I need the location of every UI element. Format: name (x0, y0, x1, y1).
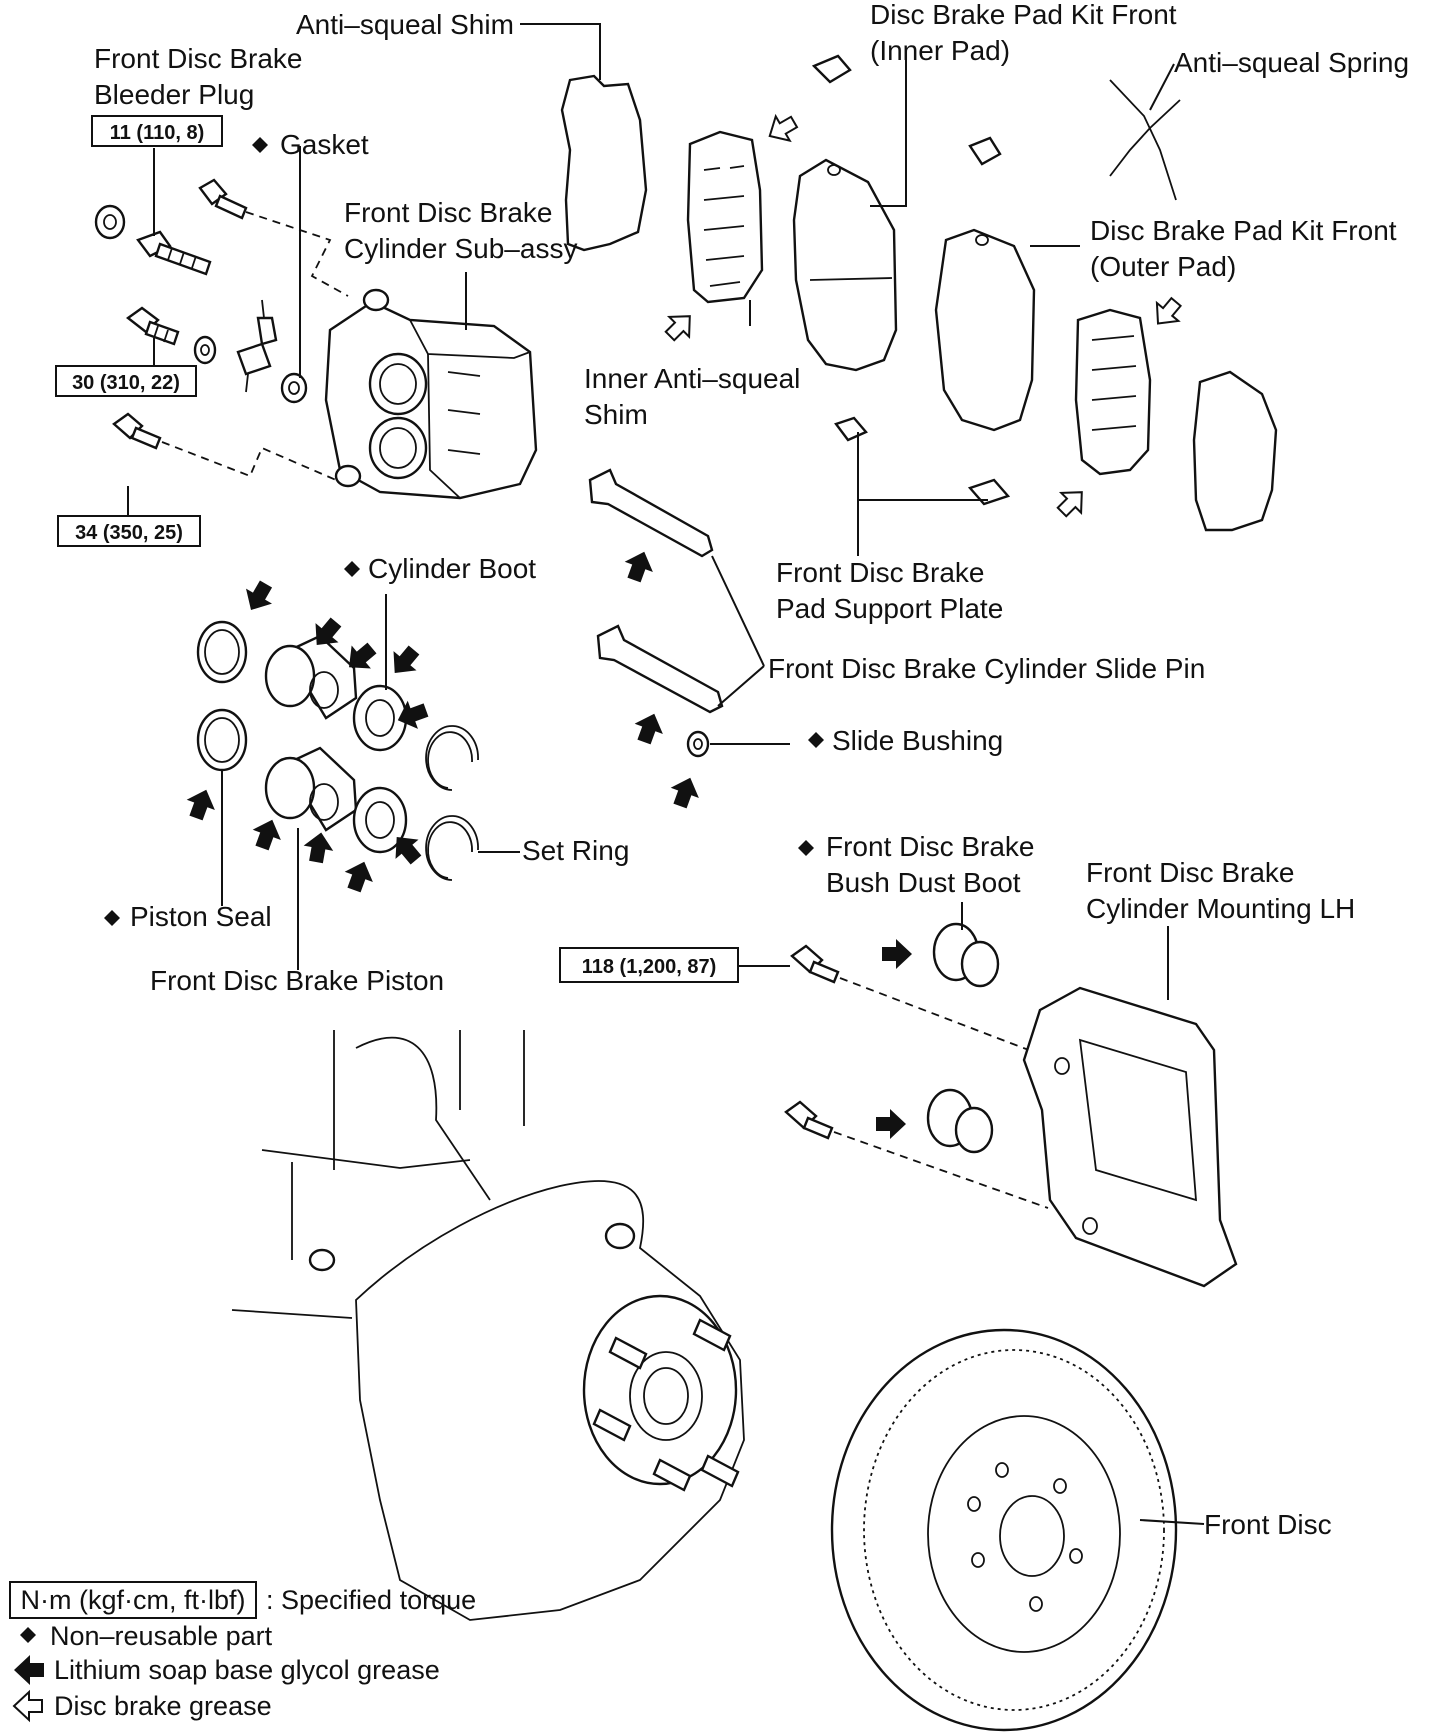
torque-slide-bolt: 34 (350, 25) (75, 522, 183, 544)
torque-box-mounting-bolt: 118 (1,200, 87) (559, 947, 739, 983)
legend-torque-unit: N·m (kgf·cm, ft·lbf) (21, 1585, 246, 1615)
bleeder-plug-cap (94, 204, 126, 240)
caliper-cylinder-body (324, 288, 538, 500)
brake-hose-fitting (236, 299, 278, 393)
front-disc-rotor (830, 1328, 1178, 1732)
cylinder-boot-lower (352, 786, 408, 854)
inner-anti-squeal-shim (686, 130, 764, 304)
pad-support-plate-1 (834, 416, 868, 442)
label-bleeder-plug-2: Bleeder Plug (94, 79, 254, 110)
anti-squeal-clip-2 (968, 136, 1002, 166)
steering-knuckle-hub (231, 1030, 745, 1621)
anti-squeal-clip-1 (811, 54, 852, 84)
bush-dust-boot-lower (926, 1088, 994, 1154)
inner-pad (792, 158, 898, 372)
bush-dust-boot-upper (932, 922, 1000, 988)
union-bolt (125, 306, 180, 346)
label-cylinder-subassy-2: Cylinder Sub–assy (344, 233, 577, 264)
label-cylinder-boot: Cylinder Boot (368, 553, 536, 584)
label-bleeder-plug-1: Front Disc Brake (94, 43, 303, 74)
label-slide-pin: Front Disc Brake Cylinder Slide Pin (768, 653, 1205, 684)
piston-seal-lower (196, 708, 248, 772)
outer-pad (934, 228, 1036, 432)
anti-squeal-shim-inner (560, 74, 648, 252)
outer-shim (1074, 308, 1152, 476)
label-pad-support-plate-1: Front Disc Brake (776, 557, 985, 588)
legend-lithium: Lithium soap base glycol grease (54, 1655, 440, 1685)
gasket-ring (280, 372, 308, 404)
mounting-bolt-upper (790, 944, 840, 984)
piston-lower (264, 746, 358, 832)
anti-squeal-shim-outer (1192, 370, 1278, 532)
label-pad-kit-inner-2: (Inner Pad) (870, 35, 1010, 66)
legend-solid-arrow-icon (14, 1655, 44, 1685)
label-set-ring: Set Ring (522, 835, 629, 866)
slide-pin-lower (596, 624, 724, 714)
set-ring-lower (425, 815, 479, 881)
slide-bushing (686, 730, 710, 758)
legend-disc-grease: Disc brake grease (54, 1691, 272, 1721)
label-bush-dust-boot-2: Bush Dust Boot (826, 867, 1021, 898)
piston-upper (264, 634, 358, 720)
piston-seal-upper (196, 620, 248, 684)
union-gasket (193, 335, 217, 365)
label-inner-shim-1: Inner Anti–squeal (584, 363, 800, 394)
label-cylinder-mounting-2: Cylinder Mounting LH (1086, 893, 1355, 924)
legend-nonreusable: Non–reusable part (50, 1621, 273, 1651)
legend: N·m (kgf·cm, ft·lbf) : Specified torque … (9, 1581, 476, 1721)
torque-mounting-bolt: 118 (1,200, 87) (582, 956, 717, 978)
label-bush-dust-boot-1: Front Disc Brake (826, 831, 1035, 862)
bolt-top (198, 178, 248, 220)
label-cylinder-mounting-1: Front Disc Brake (1086, 857, 1295, 888)
torque-box-bleeder: 11 (110, 8) (91, 115, 223, 147)
label-pad-support-plate-2: Pad Support Plate (776, 593, 1003, 624)
bleeder-plug (136, 230, 212, 276)
legend-hollow-arrow-icon (13, 1691, 43, 1721)
label-gasket: Gasket (280, 129, 369, 160)
torque-box-slide-bolt: 34 (350, 25) (57, 515, 201, 547)
legend-torque-desc: : Specified torque (266, 1585, 476, 1615)
label-slide-bushing: Slide Bushing (832, 725, 1003, 756)
slide-pin-upper (588, 468, 714, 558)
mounting-bolt-lower (784, 1100, 834, 1140)
label-pad-kit-outer-2: (Outer Pad) (1090, 251, 1236, 282)
label-front-disc: Front Disc (1204, 1509, 1332, 1540)
torque-union-bolt: 30 (310, 22) (72, 372, 180, 394)
torque-bleeder: 11 (110, 8) (110, 122, 205, 144)
label-pad-kit-inner-1: Disc Brake Pad Kit Front (870, 0, 1177, 30)
label-piston: Front Disc Brake Piston (150, 965, 444, 996)
label-pad-kit-outer-1: Disc Brake Pad Kit Front (1090, 215, 1397, 246)
label-anti-squeal-shim: Anti–squeal Shim (296, 9, 514, 40)
label-inner-shim-2: Shim (584, 399, 648, 430)
label-cylinder-subassy-1: Front Disc Brake (344, 197, 553, 228)
label-anti-squeal-spring: Anti–squeal Spring (1174, 47, 1409, 78)
cylinder-mounting-bracket (1022, 986, 1238, 1288)
leader-lines (127, 23, 1205, 1525)
set-ring-upper (425, 725, 479, 791)
label-piston-seal: Piston Seal (130, 901, 272, 932)
anti-squeal-spring (1109, 79, 1181, 201)
pad-support-plate-2 (967, 478, 1011, 506)
slide-bolt (112, 412, 162, 450)
torque-box-union-bolt: 30 (310, 22) (55, 365, 197, 397)
cylinder-boot-upper (352, 684, 408, 752)
